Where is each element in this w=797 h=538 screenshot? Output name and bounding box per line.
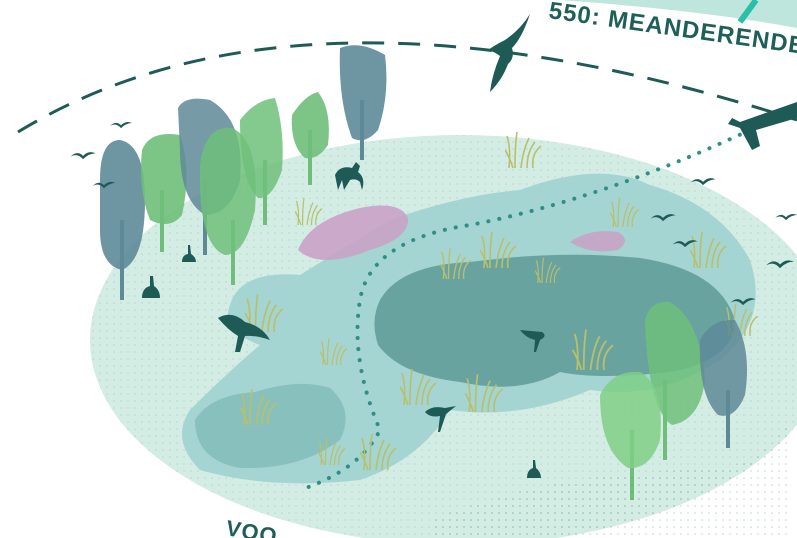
- tree-icon: [292, 92, 329, 158]
- hawk-icon: [488, 14, 530, 92]
- dashed-flight-path: [18, 43, 797, 132]
- tree-icon: [340, 45, 387, 140]
- tree-icon: [141, 134, 187, 224]
- bottom-arc-label: VOO: [224, 515, 279, 538]
